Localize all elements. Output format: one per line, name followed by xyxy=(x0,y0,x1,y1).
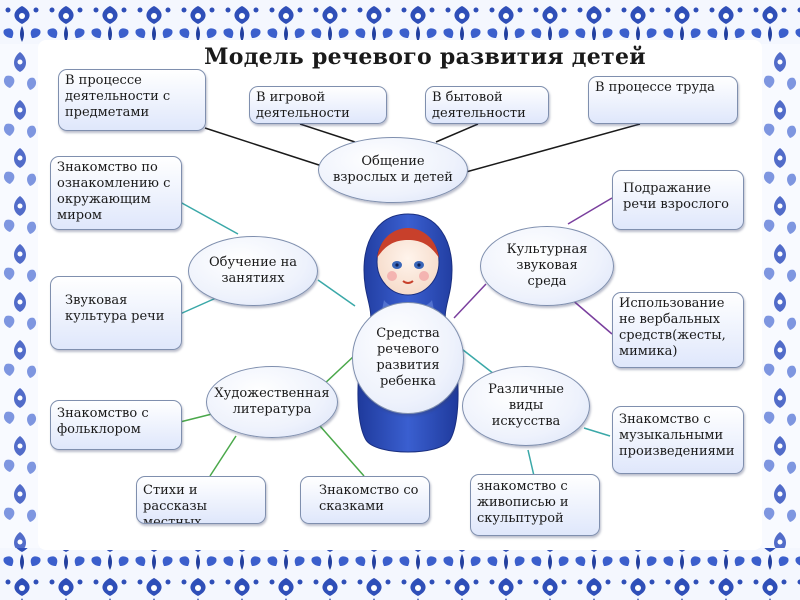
box-environment-acquaintance: Знакомство по ознакомлению с окружающим … xyxy=(50,156,182,230)
diagram-title: Модель речевого развития детей xyxy=(204,44,646,70)
box-play-activity: В игровой деятельности xyxy=(249,86,387,124)
node-arts: Различные виды искусства xyxy=(462,366,590,446)
box-folklore: Знакомство с фольклором xyxy=(50,400,182,450)
node-lessons: Обучение на занятиях xyxy=(188,236,318,306)
connectors-lessons xyxy=(179,201,356,315)
node-fiction-literature: Художественная литература xyxy=(206,366,338,438)
box-local-authors: Стихи и рассказы местных авторов xyxy=(136,476,266,524)
connectors-culture xyxy=(453,197,613,335)
box-household-activity: В бытовой деятельности xyxy=(425,86,549,124)
node-culture-environment: Культурная звуковая среда xyxy=(480,226,614,306)
node-communication: Общение взрослых и детей xyxy=(318,137,468,203)
box-fairy-tales: Знакомство со сказками xyxy=(300,476,430,524)
box-painting-sculpture: знакомство с живописью и скульптурой xyxy=(470,474,600,536)
connectors-communication xyxy=(204,123,641,173)
box-labor-process: В процессе труда xyxy=(588,76,738,124)
box-sound-culture: Звуковая культура речи xyxy=(50,276,182,350)
connectors-literature xyxy=(179,355,365,477)
box-adult-speech-imitation: Подражание речи взрослого xyxy=(612,170,744,230)
box-activity-with-objects: В процессе деятельности с предметами xyxy=(58,69,206,131)
box-music-works: Знакомство с музыкальными произведениями xyxy=(612,406,744,474)
connectors-arts xyxy=(457,345,611,477)
node-speech-development-means: Средства речевого развития ребенка xyxy=(352,302,464,414)
box-nonverbal-means: Использование не вербальных средств(жест… xyxy=(612,292,744,368)
